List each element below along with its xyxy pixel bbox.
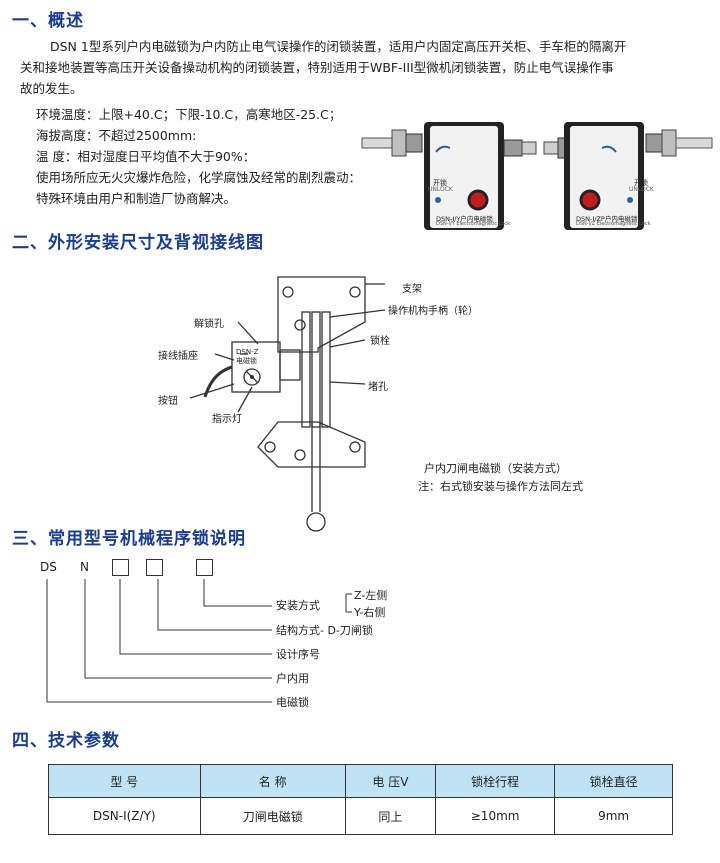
cell-model: DSN-I(Z/Y) [48,797,201,835]
header-voltage: 电 压V [344,764,436,798]
code-box-2 [146,559,163,576]
cell-stroke: ≥10mm [434,797,556,835]
label-indicator: 指示灯 [212,414,242,425]
photo-unlock-right: 开锁 [634,179,648,187]
photo-left-sub: DSN-I/Y Electromagnetic Lock [436,221,511,227]
overview-paragraph: DSN 1型系列户内电磁锁为户内防止电气误操作的闭锁装置，适用户内固定高压开关柜… [20,36,710,99]
spec-list: 环境温度：上限+40.C；下限-10.C，高寒地区-25.C； 海拔高度：不超过… [36,104,396,209]
code-item-lock: 电磁锁 [276,696,309,709]
photo-right-label: DSN-I/ZP户内电磁锁 [576,215,638,223]
header-model: 型 号 [48,764,201,798]
code-n: N [80,560,89,574]
option-right: Y-右侧 [354,606,386,619]
overview-line-1: DSN 1型系列户内电磁锁为户内防止电气误操作的闭锁装置，适用户内固定高压开关柜… [50,39,627,54]
spec-humidity: 温 度：相对湿度日平均值不大于90%： [36,149,256,164]
overview-line-2: 关和接地装置等高压开关设备操动机构的闭锁装置，特别适用于WBF-III型微机闭锁… [20,60,614,75]
cell-voltage: 同上 [344,797,436,835]
spec-special: 特殊环境由用户和制造厂协商解决。 [36,191,237,206]
header-diameter: 锁栓直径 [554,764,673,798]
code-box-1 [112,559,129,576]
label-block-hole: 堵孔 [368,382,388,393]
code-item-structure: 结构方式- D-刀闸锁 [276,624,373,637]
cell-name: 刀闸电磁锁 [199,797,346,835]
section-4-title: 四、技术参数 [12,731,120,751]
section-2-title: 二、外形安装尺寸及背视接线图 [12,233,264,253]
diagram-caption: 户内刀闸电磁锁（安装方式） [424,462,567,475]
spec-temperature: 环境温度：上限+40.C；下限-10.C，高寒地区-25.C； [36,107,342,122]
code-ds: DS [40,560,57,574]
code-item-design: 设计序号 [276,648,320,661]
header-name: 名 称 [199,764,346,798]
label-socket: 接线插座 [158,351,198,362]
table-header-row: 型 号 名 称 电 压V 锁栓行程 锁栓直径 [48,764,673,798]
label-device2: 电磁锁 [236,357,257,365]
spec-altitude: 海拔高度：不超过2500mm: [36,128,197,143]
photo-right-sub: DSN-I/Z Electromagnetic Lock [576,221,651,227]
photo-unlock-left: 开锁 [433,179,447,187]
label-handle: 操作机构手柄（轮） [388,306,478,317]
code-box-3 [196,559,213,576]
label-device: DSN-Z [236,348,259,356]
option-left: Z-左侧 [354,589,388,602]
code-item-install: 安装方式 [276,599,320,612]
label-button: 按钮 [158,396,178,407]
product-photo [361,122,713,230]
spec-table: 型 号 名 称 电 压V 锁栓行程 锁栓直径 DSN-I(Z/Y) 刀闸电磁锁 … [48,764,673,835]
photo-unlock-right-en: UNLOCK [629,186,654,193]
installation-diagram [190,276,386,532]
code-leader-lines [46,579,352,703]
section-3-title: 三、常用型号机械程序锁说明 [12,529,246,549]
header-stroke: 锁栓行程 [434,764,556,798]
photo-left-label: DSN-I/Y户内电磁锁 [436,215,493,223]
code-item-indoor: 户内用 [276,672,309,685]
table-row: DSN-I(Z/Y) 刀闸电磁锁 同上 ≥10mm 9mm [48,797,673,835]
photo-unlock-left-en: UNLOCK [428,186,453,193]
cell-diameter: 9mm [554,797,673,835]
label-unlock-hole: 解锁孔 [194,319,224,330]
spec-environment: 使用场所应无火灾爆炸危险，化学腐蚀及经常的剧烈震动： [36,170,362,185]
overview-line-3: 故的发生。 [20,81,83,96]
label-bracket: 支架 [402,284,422,295]
label-bolt: 锁栓 [370,336,390,347]
section-1-title: 一、概述 [12,11,84,31]
diagram-note: 注：右式锁安装与操作方法同左式 [418,480,583,493]
